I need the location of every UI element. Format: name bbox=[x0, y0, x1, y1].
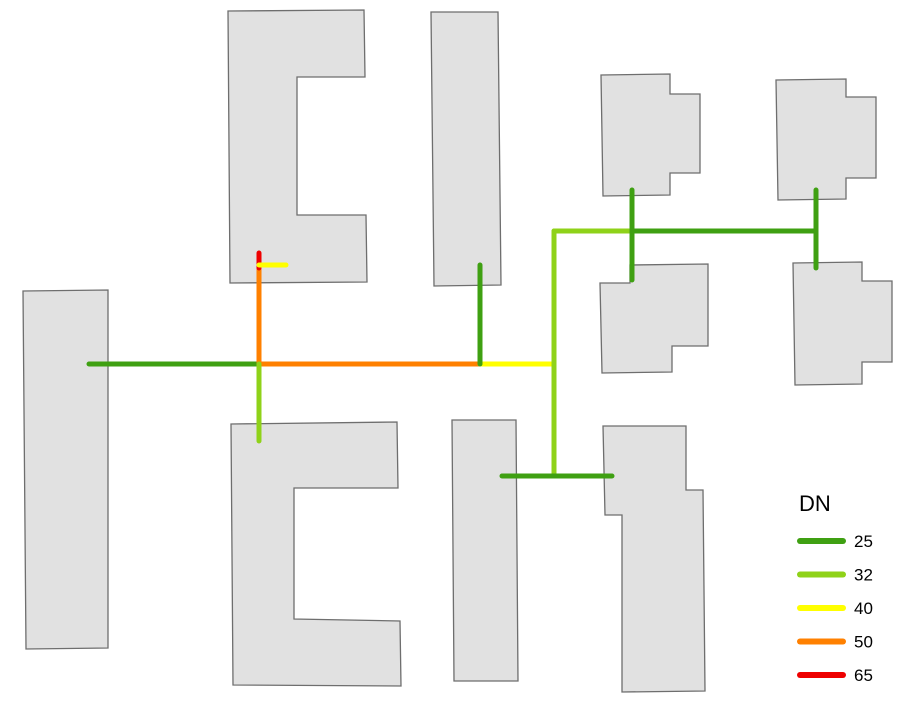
building-lower-right bbox=[602, 425, 706, 693]
legend-label-50: 50 bbox=[854, 633, 873, 652]
building-lower-c bbox=[230, 421, 402, 687]
legend-label-25: 25 bbox=[854, 532, 873, 551]
legend: DN 25 32 40 50 65 bbox=[797, 491, 873, 685]
building-upper-right-a bbox=[600, 73, 701, 197]
building-upper-center bbox=[430, 11, 502, 287]
pipes bbox=[86, 187, 819, 479]
building-upper-right-b bbox=[775, 78, 877, 201]
building-upper-c bbox=[227, 9, 368, 284]
legend-title: DN bbox=[799, 491, 831, 516]
buildings bbox=[22, 9, 893, 693]
building-mid-right-a bbox=[599, 263, 709, 374]
legend-label-40: 40 bbox=[854, 599, 873, 618]
building-lower-center bbox=[451, 419, 519, 682]
legend-label-65: 65 bbox=[854, 666, 873, 685]
legend-label-32: 32 bbox=[854, 566, 873, 585]
building-mid-right-b bbox=[792, 261, 893, 386]
building-far-left bbox=[22, 289, 109, 650]
